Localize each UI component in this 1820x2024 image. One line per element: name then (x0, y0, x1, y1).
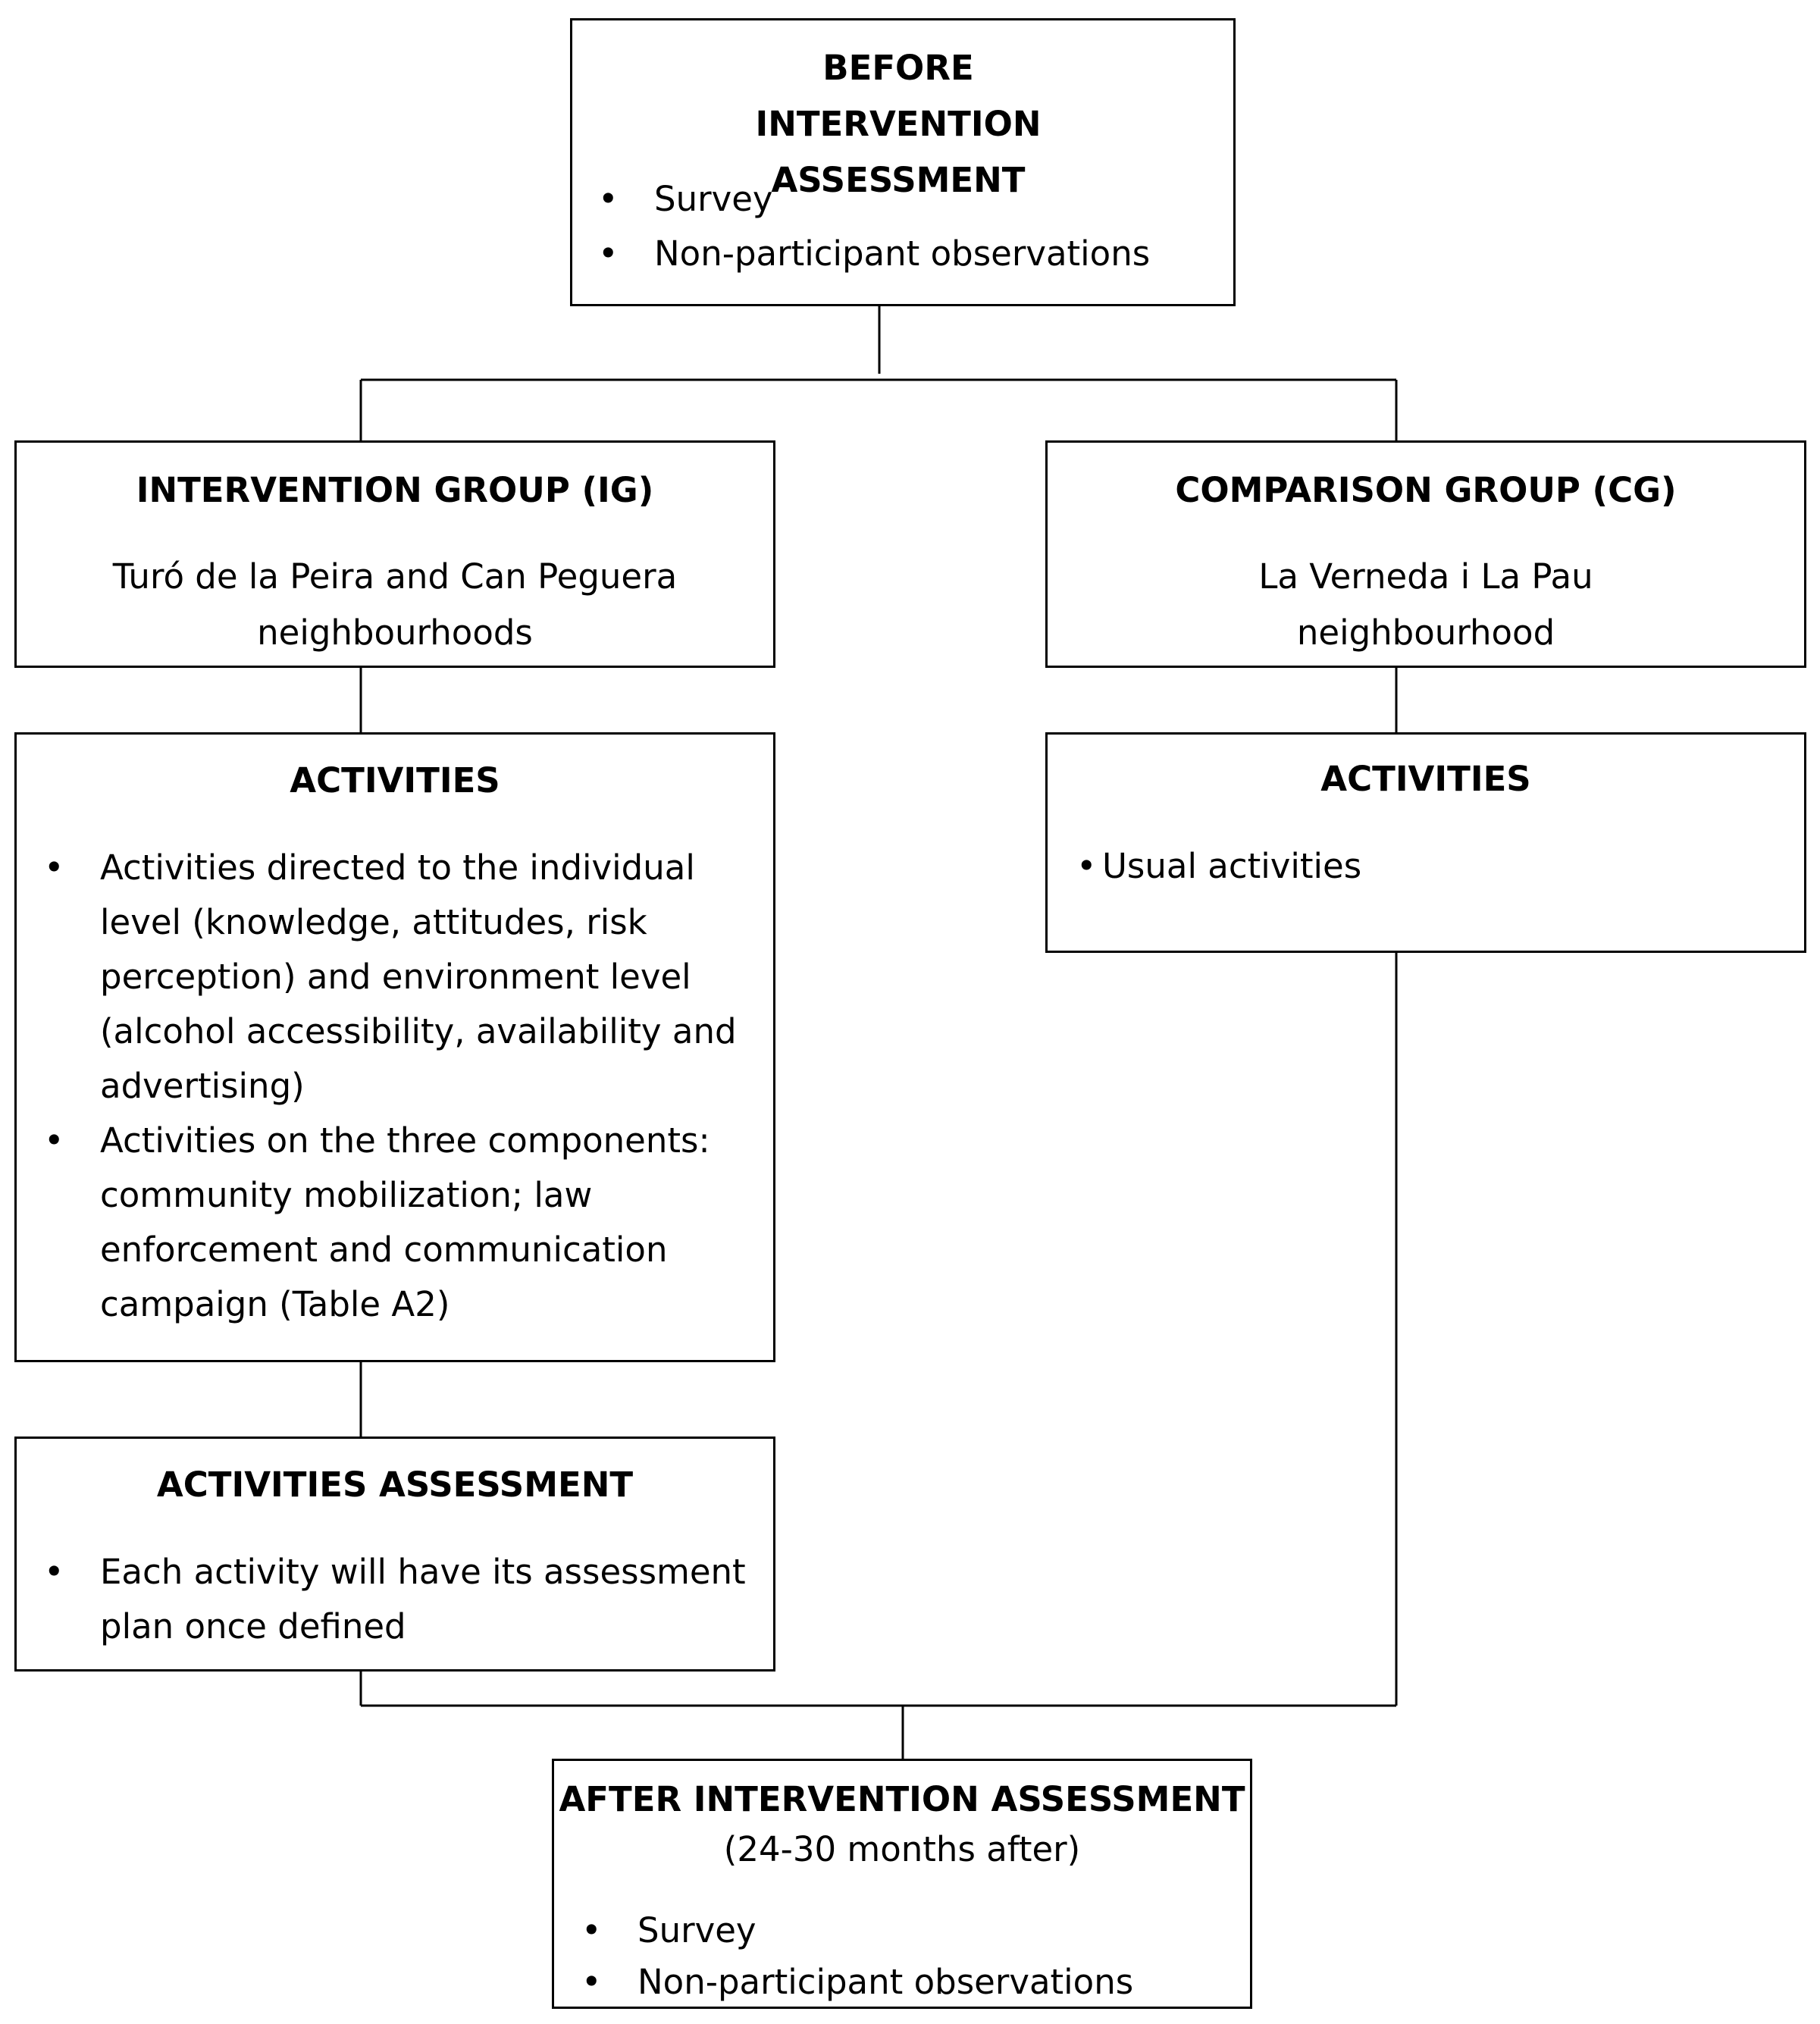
bullet-icon: • (44, 848, 64, 888)
after-assessment-subtitle: (24-30 months after) (723, 1829, 1081, 1869)
bullet-icon: • (598, 233, 619, 274)
after-assessment-list: • Survey • Non-participant observations (581, 1905, 1233, 2008)
list-item-text: Activities on the three components: comm… (100, 1120, 710, 1324)
before-assessment-box: BEFORE INTERVENTION ASSESSMENT • Survey … (570, 18, 1236, 306)
list-item-text: Non-participant observations (654, 233, 1151, 274)
after-assessment-title: AFTER INTERVENTION ASSESSMENT (559, 1779, 1245, 1819)
list-item: • Non-participant observations (581, 1957, 1233, 2008)
activities-assessment-box: ACTIVITIES ASSESSMENT • Each activity wi… (14, 1437, 775, 1672)
list-item: • Each activity will have its assessment… (44, 1545, 764, 1654)
bullet-icon: • (581, 1910, 602, 1950)
cg-activities-title: ACTIVITIES (1320, 759, 1531, 799)
list-item: • Survey (598, 172, 1220, 227)
list-item-text: Each activity will have its assessment p… (100, 1552, 746, 1646)
list-item-text: Survey (637, 1910, 757, 1950)
activities-assessment-title: ACTIVITIES ASSESSMENT (156, 1465, 634, 1505)
bullet-icon: • (44, 1552, 64, 1592)
comparison-group-box: COMPARISON GROUP (CG) La Verneda i La Pa… (1045, 440, 1806, 668)
cg-activities-list: • Usual activities (1076, 839, 1759, 894)
before-assessment-title: BEFORE INTERVENTION ASSESSMENT (755, 48, 1042, 200)
activities-assessment-list: • Each activity will have its assessment… (44, 1545, 764, 1654)
bullet-icon: • (1076, 846, 1097, 886)
ig-activities-box: ACTIVITIES • Activities directed to the … (14, 732, 775, 1362)
cg-activities-box: ACTIVITIES • Usual activities (1045, 732, 1806, 953)
intervention-group-box: INTERVENTION GROUP (IG) Turó de la Peira… (14, 440, 775, 668)
intervention-group-subtitle: Turó de la Peira and Can Peguera neighbo… (112, 556, 678, 653)
list-item-text: Survey (654, 179, 773, 219)
bullet-icon: • (44, 1120, 64, 1161)
list-item: • Non-participant observations (598, 227, 1220, 281)
list-item: • Activities on the three components: co… (44, 1114, 764, 1332)
bullet-icon: • (598, 179, 619, 219)
list-item: • Activities directed to the individual … (44, 841, 764, 1114)
ig-activities-list: • Activities directed to the individual … (44, 841, 764, 1332)
bullet-icon: • (581, 1962, 602, 2002)
list-item-text: Usual activities (1102, 846, 1362, 886)
list-item: • Survey (581, 1905, 1233, 1957)
intervention-group-title: INTERVENTION GROUP (IG) (136, 470, 654, 510)
list-item: • Usual activities (1076, 839, 1759, 894)
list-item-text: Non-participant observations (637, 1962, 1134, 2002)
comparison-group-subtitle: La Verneda i La Pau neighbourhood (1258, 556, 1593, 653)
comparison-group-title: COMPARISON GROUP (CG) (1175, 470, 1677, 510)
ig-activities-title: ACTIVITIES (290, 760, 500, 801)
list-item-text: Activities directed to the individual le… (100, 848, 737, 1106)
after-assessment-box: AFTER INTERVENTION ASSESSMENT (24-30 mon… (552, 1759, 1252, 2009)
before-assessment-list: • Survey • Non-participant observations (598, 172, 1220, 281)
